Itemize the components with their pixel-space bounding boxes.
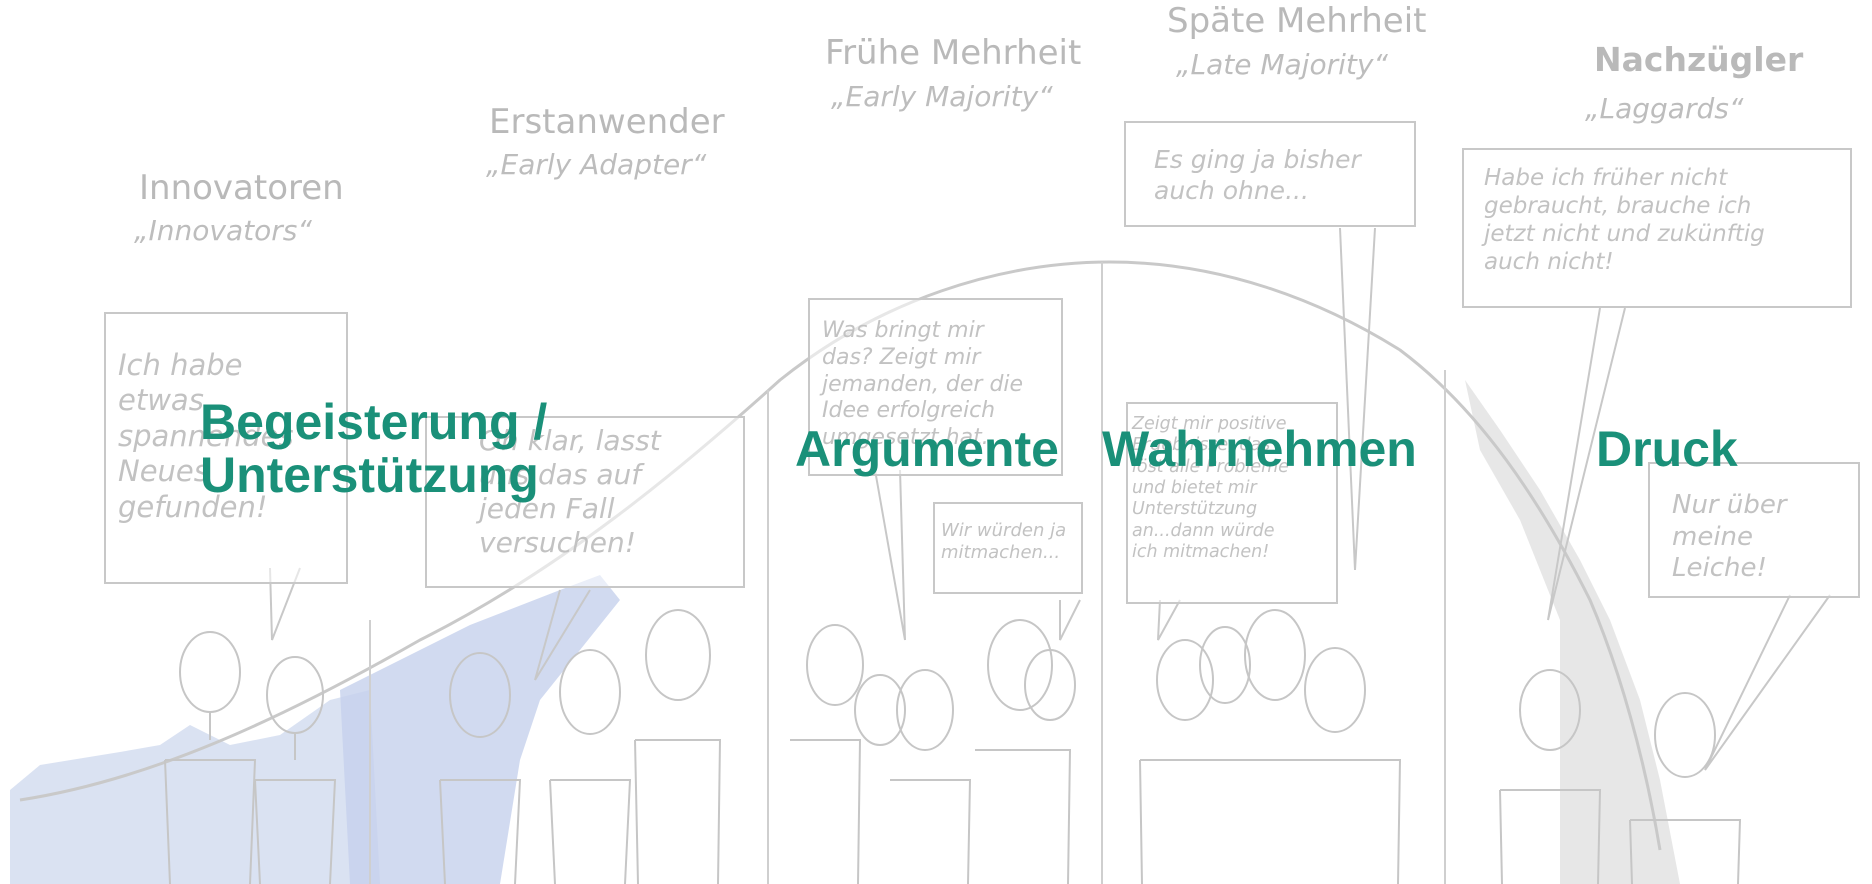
segment-subtitle-late-majority: „Late Majority“ bbox=[1176, 48, 1388, 81]
watercolor-wash-laggards bbox=[1465, 380, 1680, 884]
segment-subtitle-early-majority: „Early Majority“ bbox=[831, 80, 1053, 113]
speech-bubble-laggards-1: Habe ich früher nicht gebraucht, brauche… bbox=[1462, 148, 1852, 308]
speech-bubble-innovators: Ich habe etwas spannendes Neues gefunden… bbox=[104, 312, 348, 584]
speech-bubble-early-adapter: Oh klar, lasst uns das auf jeden Fall ve… bbox=[425, 416, 745, 588]
speech-text-laggards-1: Habe ich früher nicht gebraucht, brauche… bbox=[1484, 165, 1765, 276]
speech-text-early-majority-1: Was bringt mir das? Zeigt mir jemanden, … bbox=[822, 318, 1024, 451]
watercolor-wash-adopter bbox=[340, 575, 620, 884]
watercolor-wash-left bbox=[10, 690, 380, 884]
speech-bubble-laggards-2: Nur über meine Leiche! bbox=[1648, 462, 1860, 598]
speech-text-late-majority-2: Zeigt mir positive Ergebnisse, das löst … bbox=[1132, 414, 1289, 563]
speech-bubble-late-majority-1: Es ging ja bisher auch ohne... bbox=[1124, 121, 1416, 227]
segment-subtitle-early-adapter: „Early Adapter“ bbox=[486, 148, 707, 181]
speech-bubble-early-majority-2: Wir würden ja mitmachen... bbox=[933, 502, 1083, 594]
segment-subtitle-innovators: „Innovators“ bbox=[134, 214, 312, 247]
label-druck: Druck bbox=[1596, 421, 1738, 477]
people-sketches bbox=[164, 609, 1742, 884]
speech-text-laggards-2: Nur über meine Leiche! bbox=[1672, 490, 1787, 584]
segment-title-early-majority: Frühe Mehrheit bbox=[825, 33, 1082, 73]
speech-text-innovators: Ich habe etwas spannendes Neues gefunden… bbox=[118, 348, 294, 524]
speech-text-late-majority-1: Es ging ja bisher auch ohne... bbox=[1154, 145, 1361, 205]
label-wahrnehmen: Wahrnehmen bbox=[1102, 421, 1417, 477]
segment-title-early-adapter: Erstanwender bbox=[489, 102, 725, 142]
label-begeisterung-unterstuetzung: Begeisterung / Unterstützung bbox=[200, 394, 548, 503]
bell-curve bbox=[19, 260, 1662, 851]
segment-title-innovators: Innovatoren bbox=[139, 168, 344, 208]
segment-subtitle-laggards: „Laggards“ bbox=[1585, 92, 1744, 125]
speech-bubble-late-majority-2: Zeigt mir positive Ergebnisse, das löst … bbox=[1126, 402, 1338, 604]
speech-bubble-early-majority-1: Was bringt mir das? Zeigt mir jemanden, … bbox=[808, 298, 1063, 476]
segment-title-laggards: Nachzügler bbox=[1594, 40, 1804, 79]
segment-title-late-majority: Späte Mehrheit bbox=[1167, 1, 1427, 41]
speech-text-early-adapter: Oh klar, lasst uns das auf jeden Fall ve… bbox=[479, 424, 661, 560]
label-argumente: Argumente bbox=[795, 421, 1059, 477]
speech-text-early-majority-2: Wir würden ja mitmachen... bbox=[941, 520, 1067, 563]
